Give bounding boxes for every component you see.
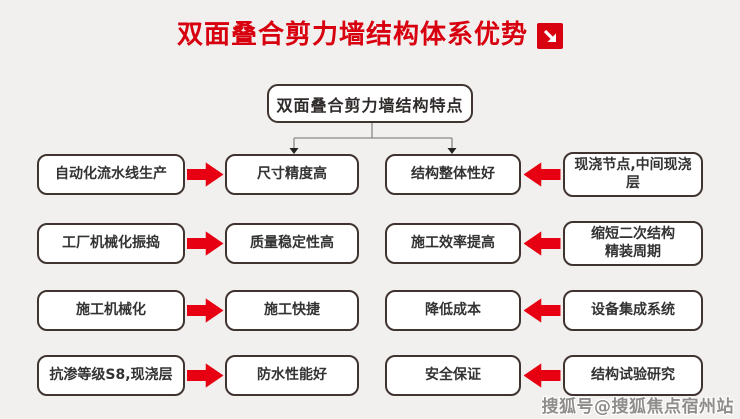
source-box: 结构试验研究 bbox=[563, 355, 703, 396]
source-box: 自动化流水线生产 bbox=[37, 154, 185, 195]
result-box: 防水性能好 bbox=[225, 355, 359, 396]
red-arrow-right-icon bbox=[186, 162, 224, 187]
result-box: 施工快捷 bbox=[225, 290, 359, 331]
tree-connector bbox=[289, 123, 457, 154]
red-arrow-right-icon bbox=[186, 231, 224, 256]
root-node: 双面叠合剪力墙结构特点 bbox=[267, 84, 473, 123]
result-box: 质量稳定性高 bbox=[225, 223, 359, 264]
source-box: 工厂机械化振捣 bbox=[37, 223, 185, 264]
red-arrow-left-icon bbox=[523, 363, 561, 388]
source-box: 抗渗等级S8,现浇层 bbox=[37, 355, 185, 396]
source-box: 施工机械化 bbox=[37, 290, 185, 331]
result-box: 安全保证 bbox=[385, 355, 521, 396]
page-title: 双面叠合剪力墙结构体系优势 bbox=[176, 20, 528, 50]
watermark: 搜狐号@搜狐焦点宿州站 bbox=[541, 397, 734, 417]
result-box: 降低成本 bbox=[385, 290, 521, 331]
diagonal-down-right-arrow-icon bbox=[537, 22, 563, 49]
source-box: 缩短二次结构 精装周期 bbox=[563, 221, 703, 266]
red-arrow-right-icon bbox=[186, 363, 224, 388]
result-box: 结构整体性好 bbox=[385, 154, 521, 195]
red-arrow-left-icon bbox=[523, 162, 561, 187]
diagram-grid: 自动化流水线生产 尺寸精度高 结构整体性好 现浇节点,中间现浇层 工厂机械化振捣… bbox=[37, 152, 703, 396]
red-arrow-right-icon bbox=[186, 298, 224, 323]
source-box: 设备集成系统 bbox=[563, 290, 703, 331]
result-box: 施工效率提高 bbox=[385, 223, 521, 264]
red-arrow-left-icon bbox=[523, 231, 561, 256]
page-title-bar: 双面叠合剪力墙结构体系优势 bbox=[0, 20, 740, 51]
source-box: 现浇节点,中间现浇层 bbox=[563, 152, 703, 197]
red-arrow-left-icon bbox=[523, 298, 561, 323]
result-box: 尺寸精度高 bbox=[225, 154, 359, 195]
